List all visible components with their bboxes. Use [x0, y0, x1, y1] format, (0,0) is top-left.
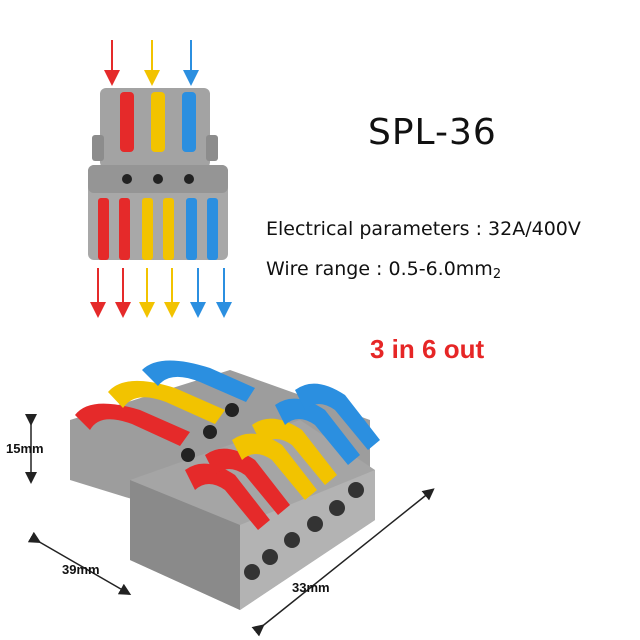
in-out-ratio-text: 3 in 6 out [370, 334, 485, 364]
wire-range-unit-suffix: 2 [492, 267, 502, 282]
depth-dimension-label: 33mm [292, 580, 330, 595]
dimension-arrows [25, 414, 435, 637]
connector-top-view [88, 88, 228, 260]
wire-range-label: Wire range : 0.5-6.0mm [266, 258, 493, 280]
width-dimension-label: 39mm [62, 562, 100, 577]
model-title: SPL-36 [368, 112, 497, 153]
height-dimension-label: 15mm [6, 441, 44, 456]
wire-range-text: Wire range : 0.5-6.0mm2 [266, 258, 501, 282]
output-arrows [90, 268, 232, 318]
connector-perspective-view [70, 360, 380, 610]
input-arrows [104, 40, 199, 86]
electrical-parameters-text: Electrical parameters : 32A/400V [266, 218, 581, 240]
